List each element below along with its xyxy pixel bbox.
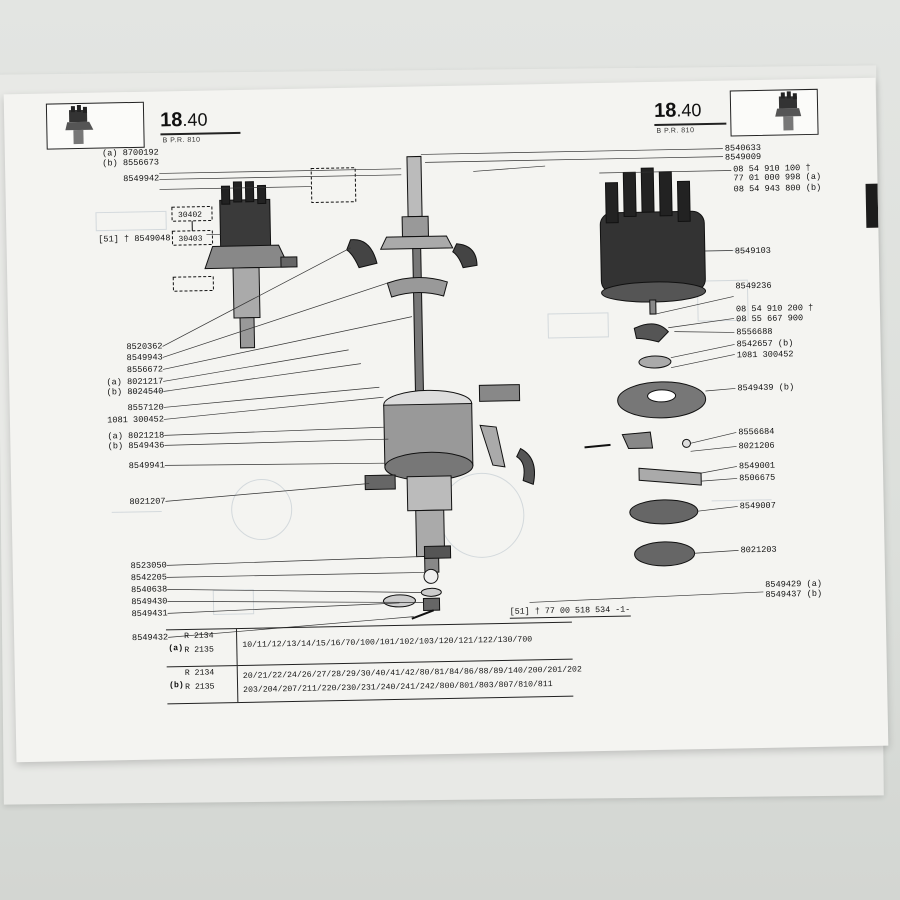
- model-code: R 2135: [185, 682, 215, 693]
- callout-right-11: 8549439 (b): [737, 382, 795, 394]
- right-small-parts: [584, 299, 707, 567]
- callout-left-7: 8556672: [126, 364, 164, 376]
- model-code: R 2134: [184, 668, 215, 679]
- row-code: (a): [168, 644, 184, 654]
- assembled-distributor: [204, 181, 298, 349]
- callout-right-17: 8021203: [740, 544, 777, 556]
- version-list: 203/204/207/211/220/230/231/240/241/242/…: [243, 680, 553, 695]
- callout-left-21: 8549432: [131, 632, 169, 644]
- distributor-cap: [599, 167, 707, 303]
- distributor-body: [364, 384, 536, 573]
- model-code: R 2134: [184, 631, 214, 642]
- callout-left-20: 8549431: [131, 608, 168, 620]
- kit-reference: [51] † 77 00 518 534 -1-: [509, 604, 631, 619]
- callout-left-15: 8021207: [129, 496, 166, 508]
- column-divider: [235, 629, 238, 666]
- callout-left-13: (b) 8549436: [107, 440, 165, 452]
- lower-small-parts: [382, 545, 452, 620]
- column-divider: [236, 666, 239, 703]
- callout-right-16: 8549007: [739, 500, 776, 512]
- leader-lines: [159, 148, 764, 638]
- applicability-table: (a) R 2134 R 2135 10/11/12/13/14/15/16/7…: [165, 621, 582, 705]
- exploded-view-drawing: [95, 148, 772, 638]
- table-row: (b) R 2134 R 2135 20/21/22/24/26/27/28/2…: [166, 659, 582, 705]
- callout-right-5: 8549236: [735, 280, 772, 292]
- callout-left-11: 1081 300452: [107, 414, 165, 426]
- callout-left-14: 8549941: [128, 460, 165, 472]
- boxed-ref-2: 30403: [178, 234, 203, 245]
- callout-right-14: 8549001: [738, 460, 776, 472]
- callout-left-17: 8542205: [130, 572, 168, 584]
- callout-right-13: 8021206: [738, 440, 775, 452]
- callout-left-19: 8549430: [131, 596, 168, 608]
- callout-right-15: 8506675: [739, 472, 776, 484]
- callout-left-4: [51] † 8549048: [98, 233, 171, 245]
- callout-right-8: 8556688: [736, 326, 773, 338]
- callout-right-10: 1081 300452: [736, 349, 794, 361]
- central-shaft-assembly: [346, 155, 478, 400]
- callout-right-4: 8549103: [734, 245, 772, 257]
- callout-right-3: 08 54 943 800 (b): [733, 182, 822, 195]
- callout-top-2: 8549009: [724, 151, 762, 163]
- model-code: R 2135: [184, 645, 214, 656]
- boxed-ref-1: 30402: [177, 210, 203, 221]
- row-code: (b): [168, 681, 184, 691]
- version-list: 20/21/22/24/26/27/28/29/30/40/41/42/80/8…: [242, 665, 582, 681]
- callout-left-16: 8523050: [130, 560, 167, 572]
- callout-right-12: 8556684: [738, 426, 775, 438]
- distributor-thumbnail-left: [45, 101, 145, 150]
- callout-left-9: (b) 8024540: [106, 386, 164, 398]
- callout-right-19: 8549437 (b): [765, 588, 823, 600]
- callout-left-10: 8557120: [127, 402, 164, 414]
- callout-left-6: 8549943: [126, 352, 163, 364]
- callout-right-7: 08 55 667 900: [736, 313, 804, 325]
- distributor-thumbnail-right: [729, 88, 819, 137]
- callout-left-2: (b) 8556673: [102, 157, 160, 169]
- callout-left-3: 8549942: [123, 173, 160, 185]
- distributor-icon: [65, 104, 94, 145]
- callout-left-18: 8540638: [131, 584, 168, 596]
- parts-catalog-page: 18.40 B P.R. 810 18.40 B P.R. 810: [3, 77, 889, 763]
- version-list: 10/11/12/13/14/15/16/70/100/101/102/103/…: [242, 635, 533, 650]
- distributor-icon: [775, 91, 802, 131]
